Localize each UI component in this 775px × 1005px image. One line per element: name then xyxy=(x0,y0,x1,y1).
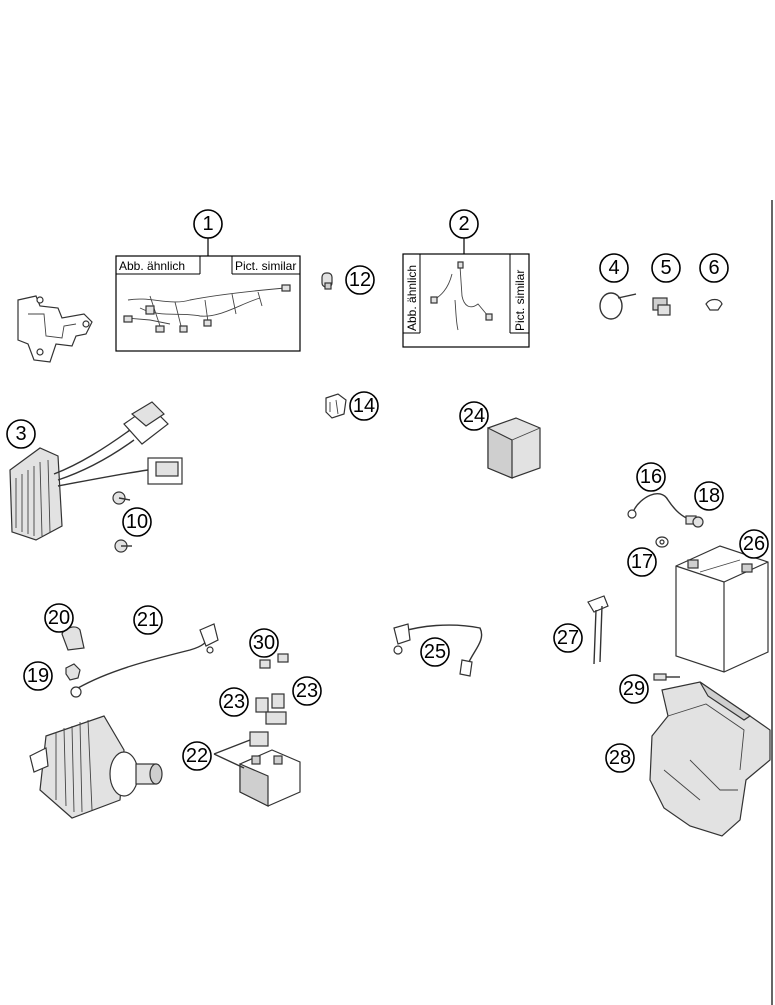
callout-10: 10 xyxy=(122,507,152,537)
svg-text:28: 28 xyxy=(609,747,631,769)
svg-text:1: 1 xyxy=(202,213,213,235)
svg-text:29: 29 xyxy=(623,678,645,700)
callout-18: 18 xyxy=(694,481,724,511)
callout-14: 14 xyxy=(349,391,379,421)
battery-holder-part xyxy=(649,681,771,837)
svg-text:6: 6 xyxy=(708,257,719,279)
screw-part-10b xyxy=(114,539,132,553)
callout-27: 27 xyxy=(553,623,583,653)
harness-1-label-en: Pict. similar xyxy=(235,259,296,273)
svg-text:26: 26 xyxy=(743,533,765,555)
svg-text:23: 23 xyxy=(223,691,245,713)
callout-24: 24 xyxy=(459,401,489,431)
starter-motor-part xyxy=(29,715,163,819)
callout-22: 22 xyxy=(182,741,212,771)
svg-text:21: 21 xyxy=(137,609,159,631)
svg-text:25: 25 xyxy=(424,641,446,663)
callout-20: 20 xyxy=(44,603,74,633)
callout-5: 5 xyxy=(651,253,681,283)
clip-part-5 xyxy=(652,297,671,316)
svg-text:16: 16 xyxy=(640,466,662,488)
callout-25: 25 xyxy=(420,637,450,667)
cable-part-25 xyxy=(393,623,483,677)
callout-17: 17 xyxy=(627,547,657,577)
harness-2-label-de: Abb. ähnlich xyxy=(405,265,419,331)
wiring-harness-box-1: Abb. ähnlich Pict. similar xyxy=(115,238,301,352)
svg-text:20: 20 xyxy=(48,607,70,629)
callout-23b: 23 xyxy=(292,676,322,706)
callout-12: 12 xyxy=(345,265,375,295)
starter-cable-part xyxy=(70,623,219,698)
voltage-regulator-part xyxy=(9,401,183,541)
svg-text:23: 23 xyxy=(296,680,318,702)
nut-part-19 xyxy=(65,663,81,681)
svg-text:18: 18 xyxy=(698,485,720,507)
battery-strap-part xyxy=(587,595,609,665)
svg-text:2: 2 xyxy=(458,213,469,235)
svg-text:19: 19 xyxy=(27,665,49,687)
svg-text:4: 4 xyxy=(608,257,619,279)
svg-text:24: 24 xyxy=(463,405,485,427)
fuse-part-23 xyxy=(255,693,287,725)
callout-6: 6 xyxy=(699,253,729,283)
bolt-part-18 xyxy=(692,516,704,528)
battery-part xyxy=(675,545,769,673)
callout-26: 26 xyxy=(739,529,769,559)
clip-part-6 xyxy=(705,298,723,311)
bulb-part xyxy=(321,272,333,290)
svg-text:30: 30 xyxy=(253,632,275,654)
callout-30: 30 xyxy=(249,628,279,658)
control-unit-part xyxy=(487,417,541,479)
screw-part-10a xyxy=(112,491,131,505)
cable-tie-part xyxy=(599,292,637,320)
callout-29: 29 xyxy=(619,674,649,704)
callout-3: 3 xyxy=(6,419,36,449)
harness-2-label-en: Pict. similar xyxy=(513,270,527,331)
callout-4: 4 xyxy=(599,253,629,283)
fuse-part-30 xyxy=(259,653,289,669)
starter-relay-part xyxy=(213,731,301,807)
svg-text:17: 17 xyxy=(631,551,653,573)
callout-1: 1 xyxy=(193,209,223,239)
callout-19: 19 xyxy=(23,661,53,691)
callout-2: 2 xyxy=(449,209,479,239)
bracket-part xyxy=(17,295,93,363)
washer-part xyxy=(655,536,669,548)
callout-16: 16 xyxy=(636,462,666,492)
svg-text:14: 14 xyxy=(353,395,375,417)
callout-28: 28 xyxy=(605,743,635,773)
ground-cable-part xyxy=(627,493,697,525)
screw-part-29 xyxy=(653,673,680,681)
callout-23a: 23 xyxy=(219,687,249,717)
svg-text:3: 3 xyxy=(15,423,26,445)
harness-1-label-de: Abb. ähnlich xyxy=(119,259,185,273)
svg-text:12: 12 xyxy=(349,269,371,291)
svg-text:10: 10 xyxy=(126,511,148,533)
svg-text:22: 22 xyxy=(186,745,208,767)
wiring-harness-box-2: Abb. ähnlich Pict. similar xyxy=(402,238,530,348)
callout-21: 21 xyxy=(133,605,163,635)
svg-text:5: 5 xyxy=(660,257,671,279)
connector-part-14 xyxy=(325,393,347,419)
svg-text:27: 27 xyxy=(557,627,579,649)
